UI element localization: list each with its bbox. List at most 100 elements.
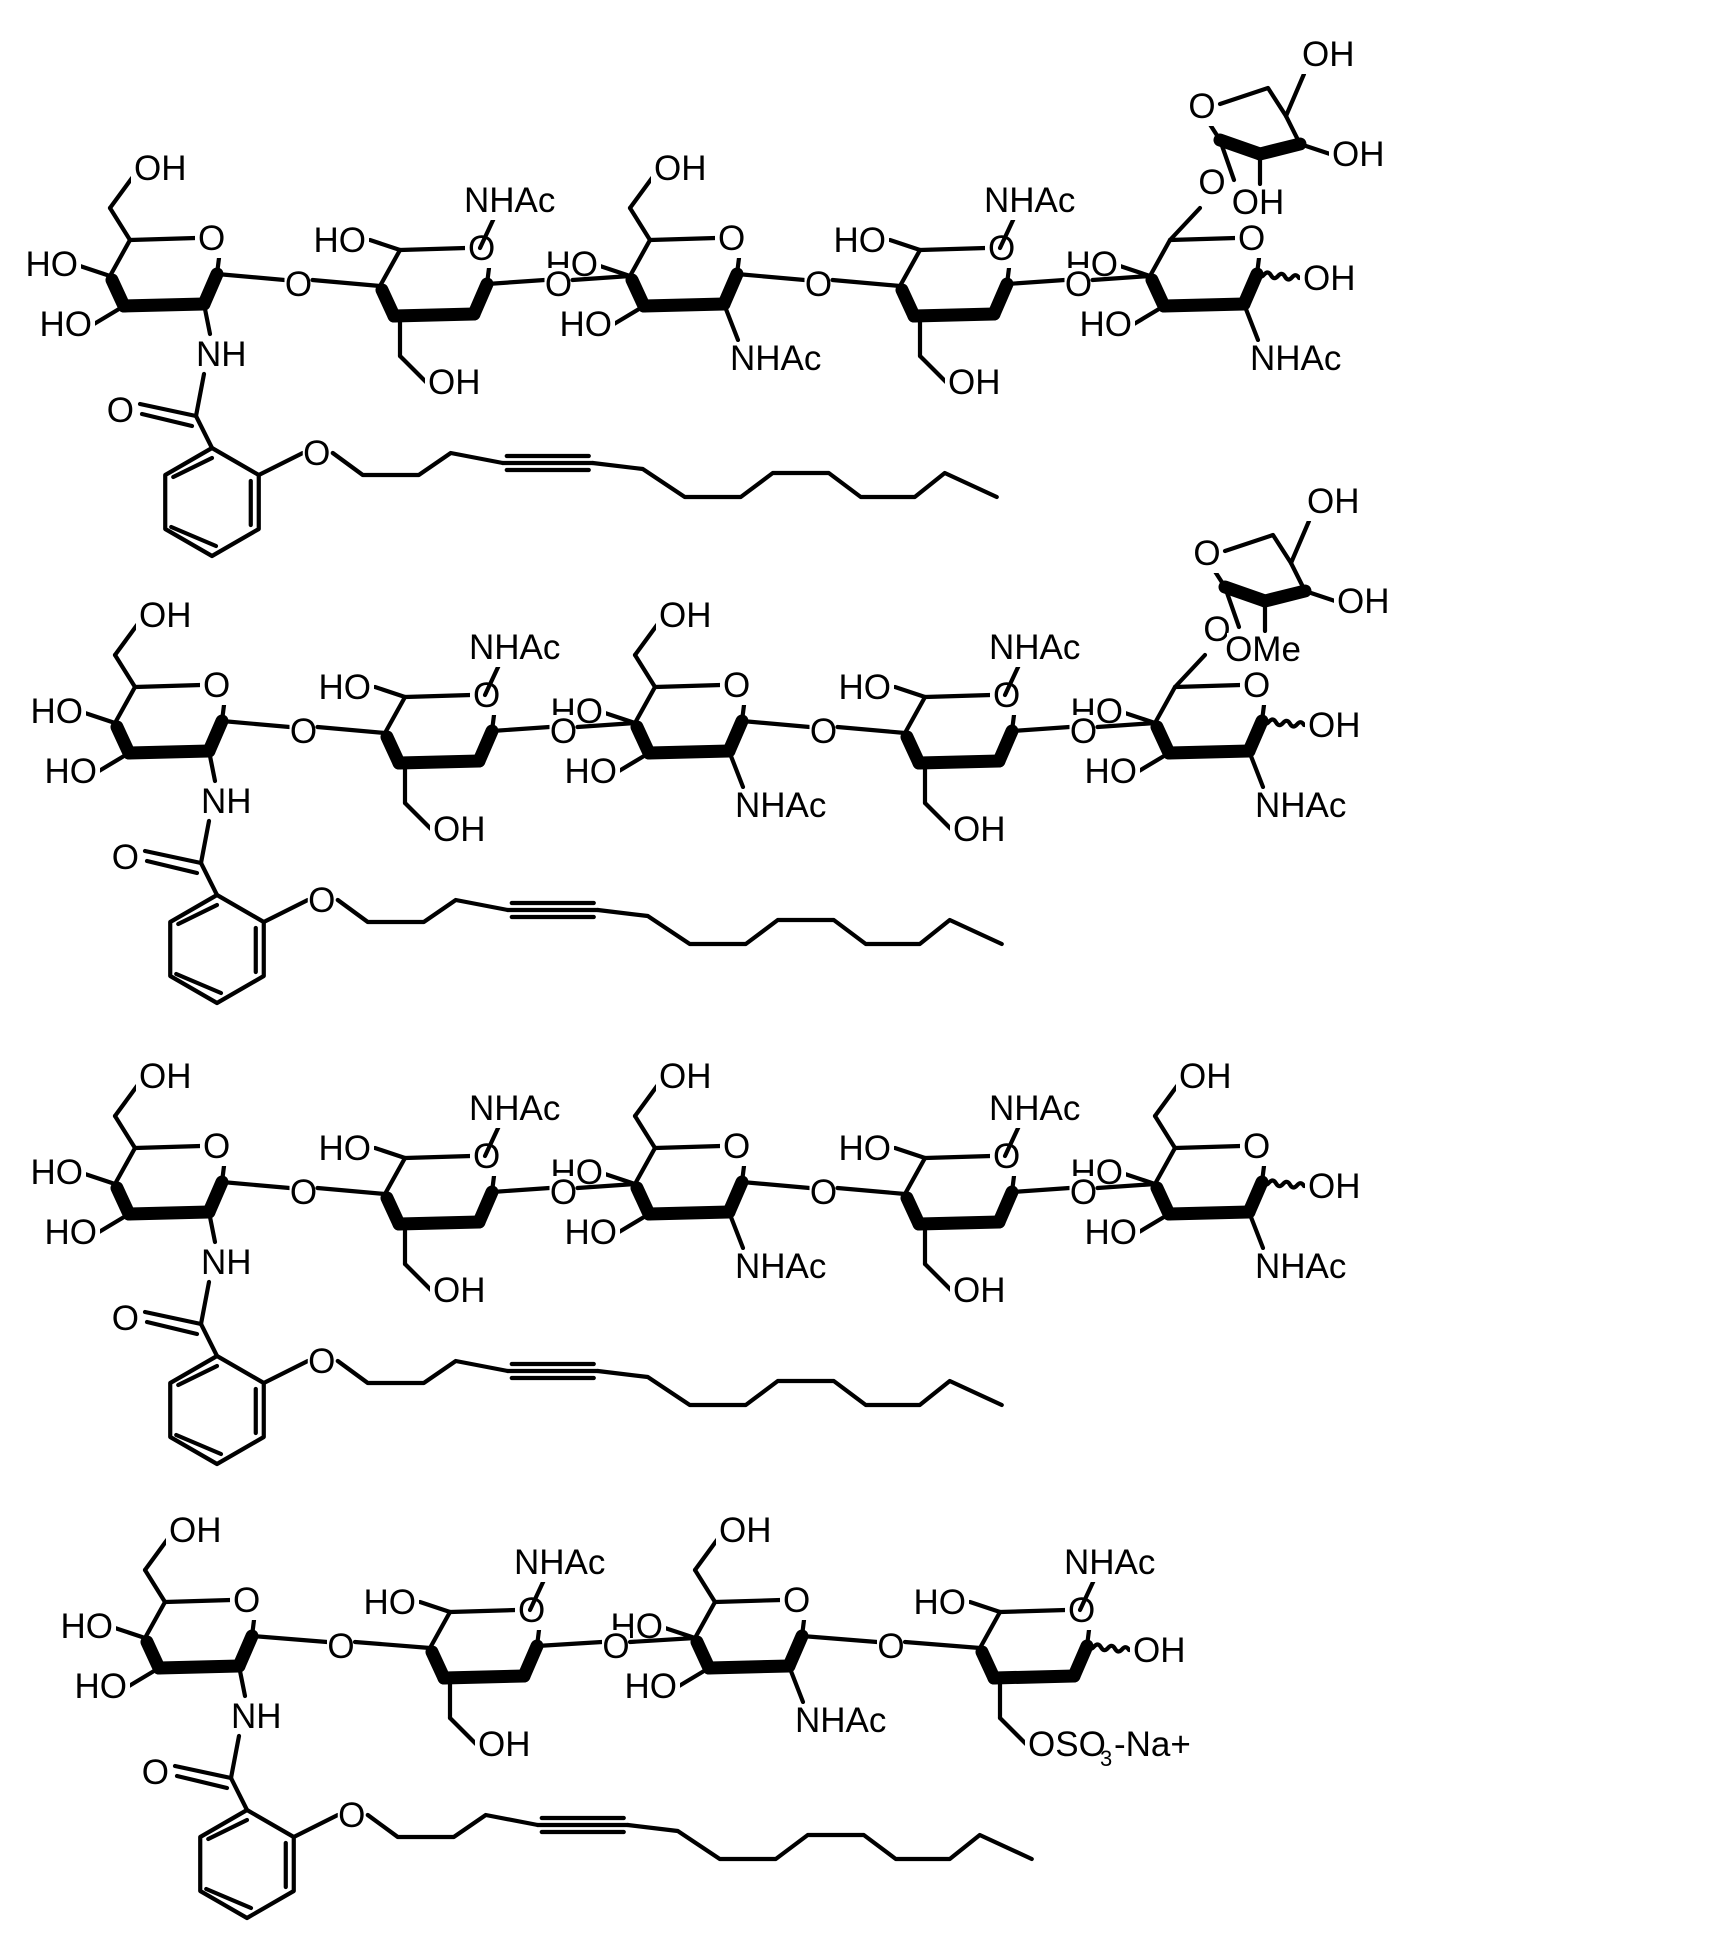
c4-hydroxyl: HO	[61, 1607, 114, 1646]
alkyl-chain	[368, 1815, 538, 1837]
bond	[110, 178, 132, 208]
bond	[1134, 306, 1164, 324]
acetamido-group: NHAc	[989, 628, 1080, 667]
ring-bond	[385, 1158, 405, 1194]
ring-oxygen: O	[783, 1581, 810, 1620]
c6-hydroxyl: OH	[953, 1271, 1006, 1310]
c3-hydroxyl: HO	[75, 1667, 128, 1706]
bond	[925, 1264, 951, 1290]
c4-hydroxyl: HO	[319, 1129, 372, 1168]
glycosidic-bond	[742, 1182, 810, 1188]
glycosidic-oxygen: O	[290, 712, 317, 751]
amide-nh: NH	[196, 335, 247, 374]
carbonyl-oxygen: O	[142, 1753, 169, 1792]
ring-bond	[1170, 238, 1236, 240]
c3-hydroxyl: HO	[560, 305, 613, 344]
glycosidic-bond	[742, 721, 810, 727]
wedge-bond	[209, 721, 222, 751]
bond	[115, 655, 135, 687]
ring-bond	[1155, 687, 1175, 723]
compound-4: OOHHOHONHOOHHONHAcOOHHOHONHAcOOSO3-Na+HO…	[61, 1511, 1191, 1918]
ring-bond	[1225, 535, 1291, 563]
residue-5: O	[1155, 666, 1270, 753]
wedge-bond	[1249, 721, 1262, 751]
wedge-bond	[1244, 274, 1257, 304]
ring-oxygen: O	[233, 1581, 260, 1620]
c4-hydroxyl: HO	[319, 668, 372, 707]
residue-2: O	[385, 1137, 500, 1224]
wedge-bond	[129, 751, 209, 753]
glycosidic-oxygen: O	[1070, 1173, 1097, 1212]
bond	[231, 1736, 239, 1778]
wedge-bond	[729, 721, 742, 751]
wavy-bond	[1262, 1181, 1304, 1188]
wedge-bond	[399, 1222, 479, 1224]
c3-hydroxyl: HO	[1085, 1213, 1138, 1252]
wedge-bond	[994, 284, 1007, 314]
bond	[635, 1116, 655, 1148]
bond	[1139, 753, 1169, 771]
fucose-hydroxyl: OH	[1232, 183, 1285, 222]
anomeric-hydroxyl: OH	[1308, 706, 1361, 745]
sulfate-group: OSO	[1028, 1725, 1106, 1764]
wedge-bond	[524, 1646, 537, 1676]
bond	[370, 240, 400, 250]
ring-bond	[400, 248, 466, 250]
acetamido-group: NHAc	[1255, 786, 1346, 825]
wedge-bond	[637, 727, 649, 753]
wedge-bond	[1249, 1182, 1262, 1212]
bond	[1291, 521, 1309, 563]
c6-hydroxyl: OH	[428, 363, 481, 402]
ring-oxygen: O	[1193, 534, 1220, 573]
wedge-bond	[1157, 727, 1169, 753]
bond	[1175, 655, 1205, 687]
wedge-bond	[444, 1676, 524, 1678]
bond	[264, 1361, 308, 1383]
bond	[895, 1148, 925, 1158]
glycosidic-oxygen: O	[810, 1173, 837, 1212]
c3-hydroxyl: HO	[1085, 752, 1138, 791]
bond	[619, 1214, 649, 1232]
ring-bond	[165, 1600, 231, 1602]
bond	[724, 304, 738, 340]
c4-hydroxyl: HO	[31, 1153, 84, 1192]
c6-hydroxyl: OH	[719, 1511, 772, 1550]
wedge-bond	[117, 1188, 129, 1214]
bond	[239, 1666, 245, 1696]
c4-hydroxyl: HO	[834, 221, 887, 260]
ring-oxygen: O	[1238, 219, 1265, 258]
glycosidic-oxygen: O	[810, 712, 837, 751]
glycosidic-oxygen: O	[545, 265, 572, 304]
compound-1: OOHHOHONHOOHHONHAcOOHHOHONHAcOOHHONHAcOH…	[26, 35, 1385, 556]
acetamido-group: NHAc	[1064, 1543, 1155, 1582]
amide-nh: NH	[201, 1243, 252, 1282]
acetamido-group: NHAc	[1255, 1247, 1346, 1286]
ring-bond	[695, 1602, 715, 1638]
glycosidic-bond	[838, 1188, 906, 1194]
wedge-bond	[982, 1652, 994, 1678]
wedge-bond	[637, 1188, 649, 1214]
glycosidic-bond	[355, 1642, 430, 1648]
c6-hydroxyl: OH	[169, 1511, 222, 1550]
wedge-bond	[1152, 280, 1164, 306]
c6-hydroxyl: OH	[659, 1057, 712, 1096]
fucose-hydroxyl: OH	[1337, 582, 1390, 621]
bond	[259, 453, 303, 475]
wedge-bond	[902, 290, 914, 316]
sodium-counterion: -Na+	[1114, 1725, 1191, 1764]
wedge-bond	[479, 731, 492, 761]
wedge-bond	[994, 1676, 1074, 1678]
wedge-bond	[1265, 591, 1305, 601]
alkyl-chain	[338, 900, 508, 922]
bond	[94, 306, 124, 324]
glycosidic-oxygen: O	[877, 1627, 904, 1666]
aromatic-bond	[165, 448, 259, 556]
residue-2: O	[385, 676, 500, 763]
glycosidic-bond	[737, 274, 805, 280]
carbonyl-oxygen: O	[112, 1299, 139, 1338]
glycosidic-bond	[905, 1642, 980, 1648]
wedge-bond	[129, 1212, 209, 1214]
compound-3: OOHHOHONHOOHHONHAcOOHHOHONHAcOOHHONHAcOO…	[31, 1057, 1361, 1464]
ring-oxygen: O	[198, 219, 225, 258]
bond	[614, 306, 644, 324]
